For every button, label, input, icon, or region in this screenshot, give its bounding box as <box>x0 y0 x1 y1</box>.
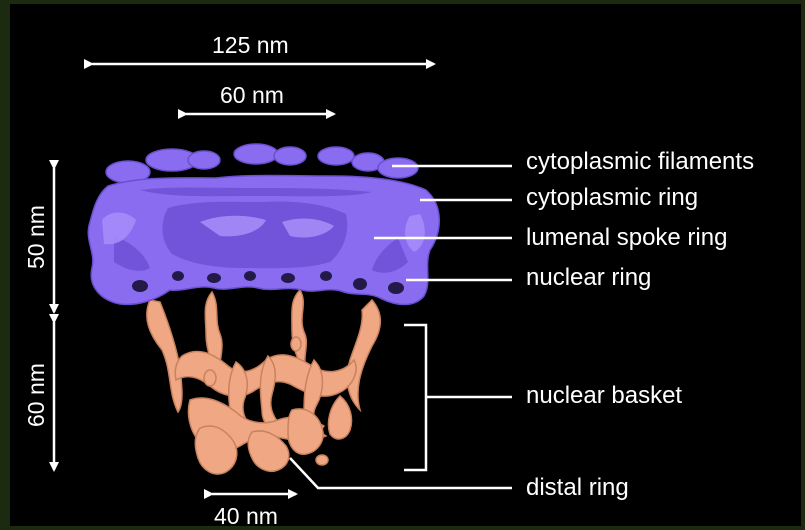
label-lumenal-spoke-ring: lumenal spoke ring <box>526 224 727 252</box>
label-cytoplasmic-ring: cytoplasmic ring <box>526 184 698 212</box>
ring-height-label: 50 nm <box>23 209 49 269</box>
label-cytoplasmic-filaments: cytoplasmic filaments <box>526 148 754 176</box>
top-width-label: 125 nm <box>212 32 289 58</box>
label-nuclear-basket: nuclear basket <box>526 382 682 410</box>
label-nuclear-ring: nuclear ring <box>526 264 651 292</box>
inner-width-label: 60 nm <box>220 82 284 108</box>
label-distal-ring: distal ring <box>526 474 629 502</box>
basket-height-label: 60 nm <box>23 367 49 427</box>
distal-width-label: 40 nm <box>214 503 278 529</box>
